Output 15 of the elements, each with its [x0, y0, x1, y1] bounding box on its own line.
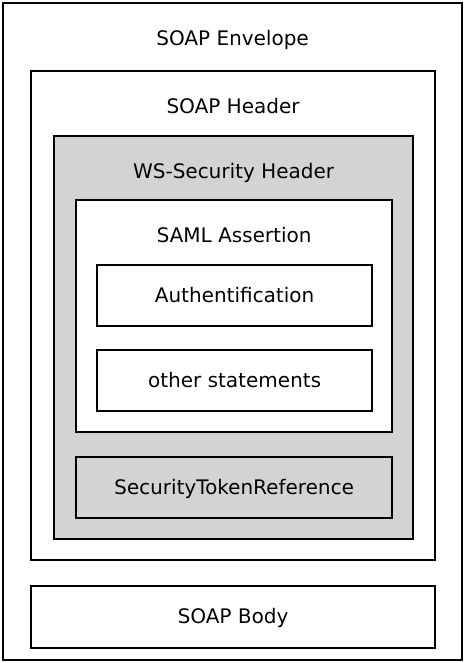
section-title: SOAP Header [165, 94, 300, 118]
container-box [30, 70, 436, 561]
container-box [96, 349, 373, 412]
element-label: SecurityTokenReference [113, 475, 355, 499]
section-title: WS-Security Header [132, 159, 335, 183]
container-box [75, 199, 393, 433]
element-label: SOAP Body [176, 604, 290, 628]
element-label: Authentification [154, 283, 316, 307]
container-box [53, 135, 414, 540]
section-title: SOAP Envelope [155, 26, 310, 50]
container-box [75, 456, 393, 519]
container-box [30, 585, 436, 649]
container-box [96, 264, 373, 327]
element-label: other statements [146, 368, 322, 392]
section-title: SAML Assertion [156, 223, 312, 247]
